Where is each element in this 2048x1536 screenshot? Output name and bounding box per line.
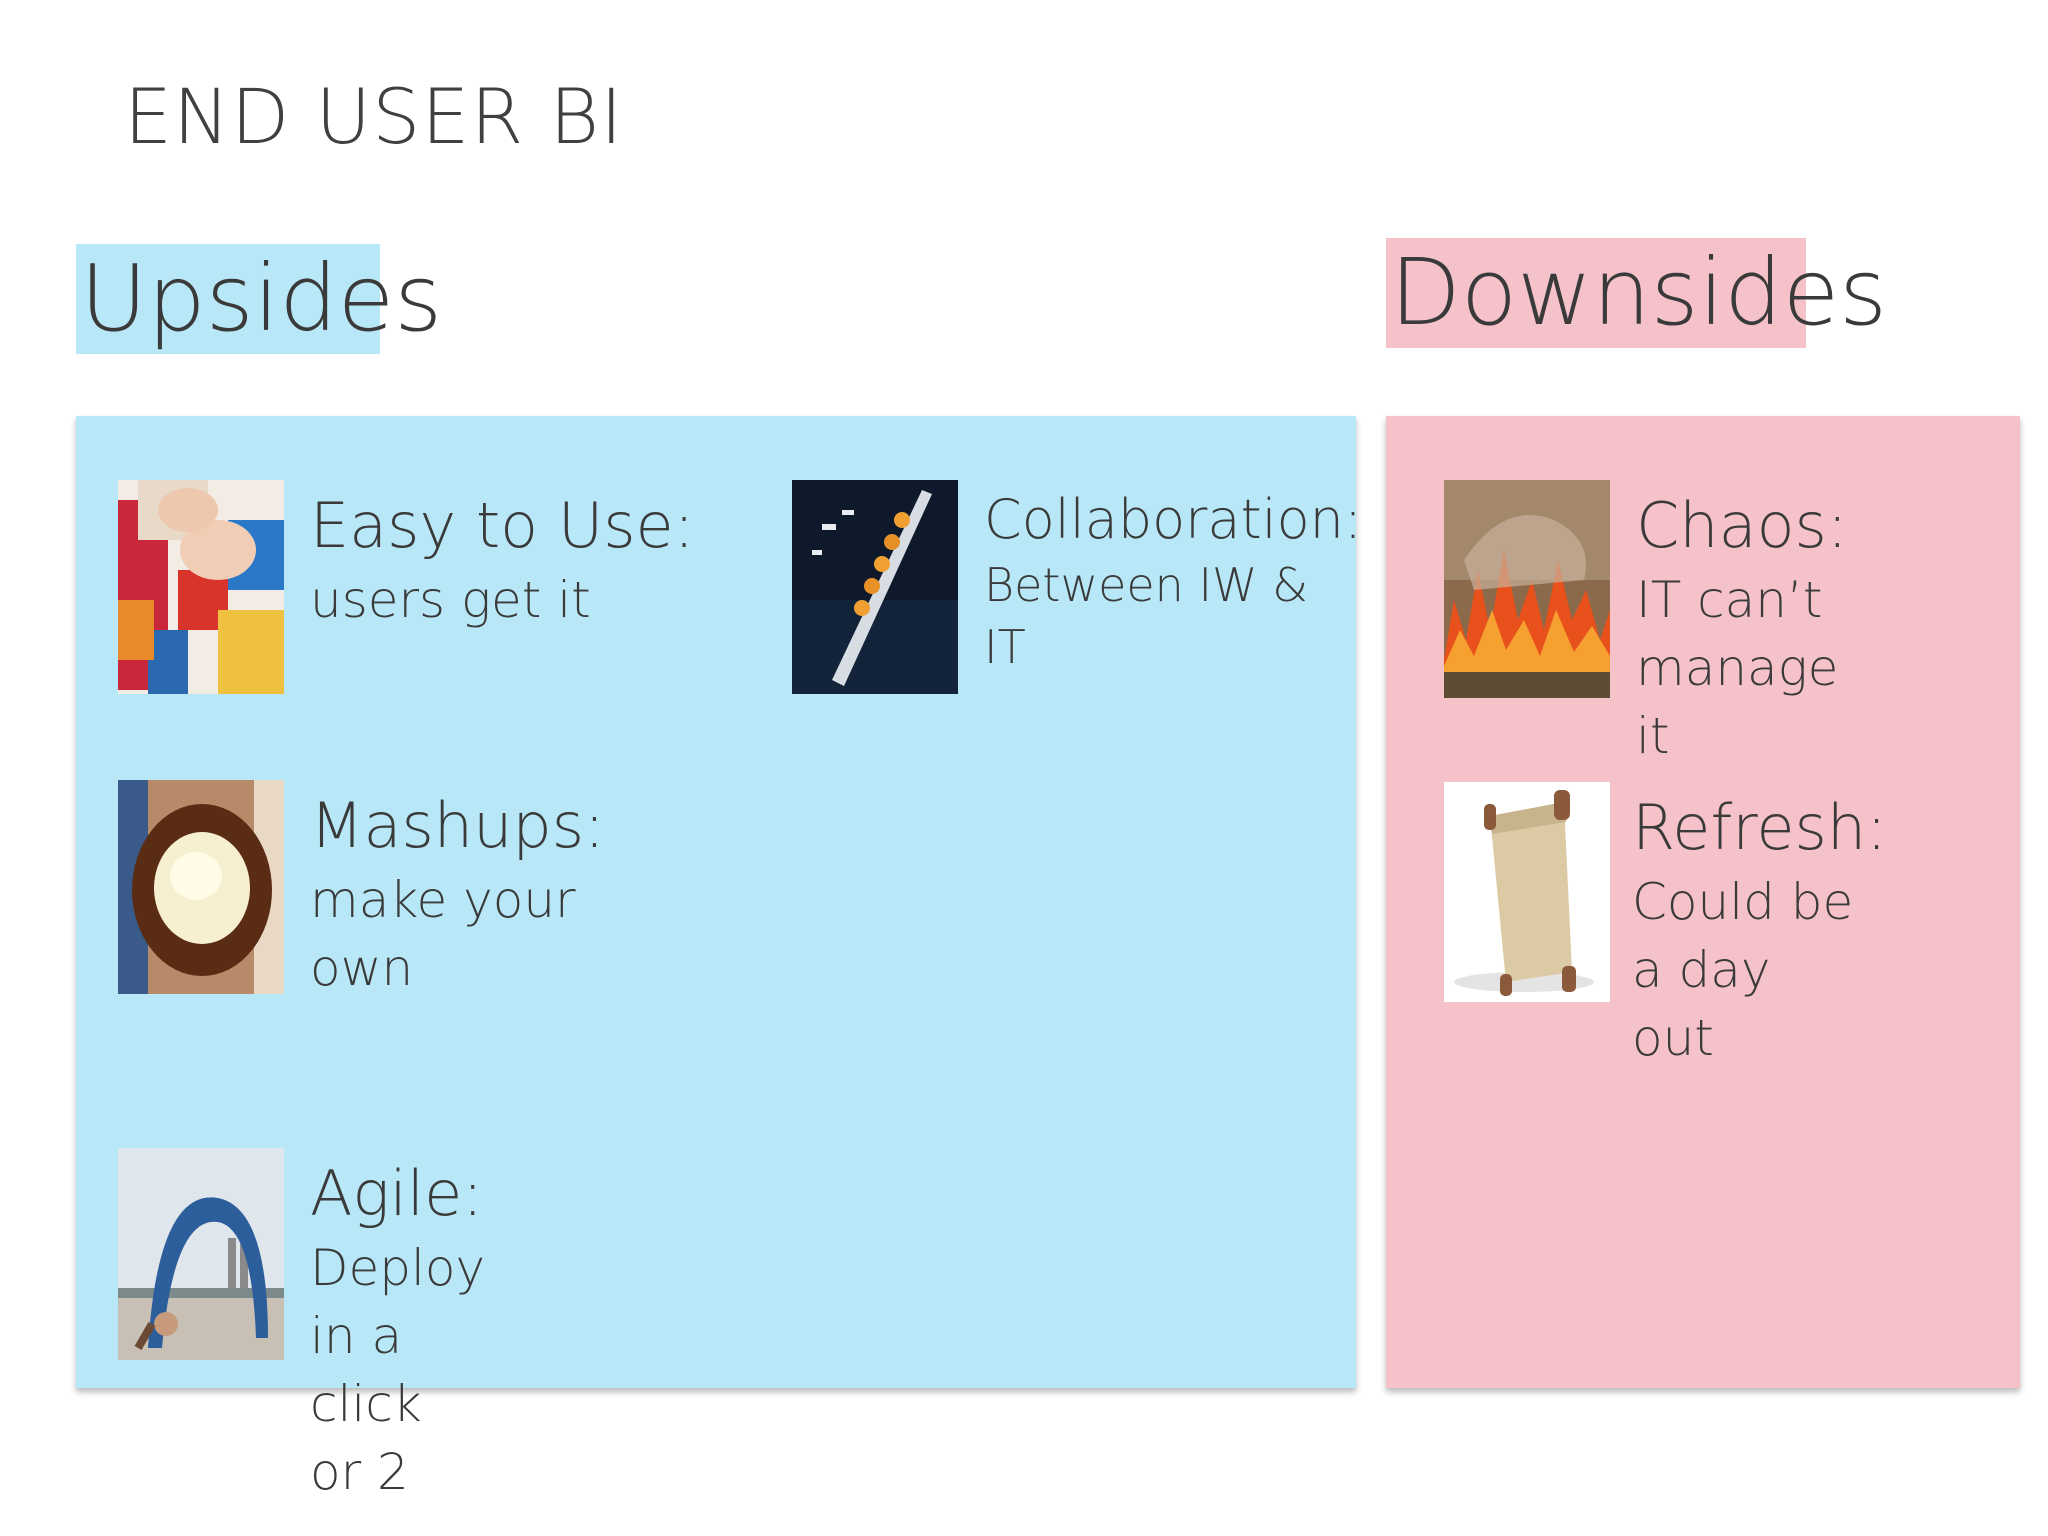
downside-item-title: Chaos: [1636, 489, 1848, 562]
downside-item-subtitle: IT can’t manage it [1636, 571, 1839, 765]
mashed-potato-bowl-photo-icon [118, 780, 284, 994]
upside-item-title: Agile: [310, 1157, 484, 1230]
downsides-heading: Downsides [1386, 238, 1887, 348]
upsides-heading: Upsides [76, 244, 442, 354]
upsides-panel: Easy to Use: users get it Collaboration:… [76, 416, 1362, 1501]
upside-item-subtitle: make your own [310, 871, 576, 997]
upside-item-title: Collaboration: [984, 488, 1363, 551]
scroll-photo-icon [1444, 782, 1610, 1002]
downsides-panel: Chaos: IT can’t manage it Refresh: Could… [1386, 416, 2020, 1388]
downside-item-title: Refresh: [1632, 791, 1888, 864]
backbend-person-photo-icon [118, 1148, 284, 1360]
upside-item-title: Easy to Use: [310, 489, 695, 562]
upside-item-subtitle: Between IW & IT [984, 558, 1308, 674]
colorful-blocks-photo-icon [118, 480, 284, 694]
upside-item-subtitle: Deploy in a click or 2 [310, 1239, 486, 1501]
upside-item-subtitle: users get it [310, 571, 591, 629]
upside-item-title: Mashups: [310, 789, 605, 862]
downside-item-subtitle: Could be a day out [1632, 873, 1854, 1067]
rowing-team-photo-icon [792, 480, 958, 694]
wildfire-photo-icon [1444, 480, 1610, 698]
slide-title: END USER BI [124, 72, 624, 161]
